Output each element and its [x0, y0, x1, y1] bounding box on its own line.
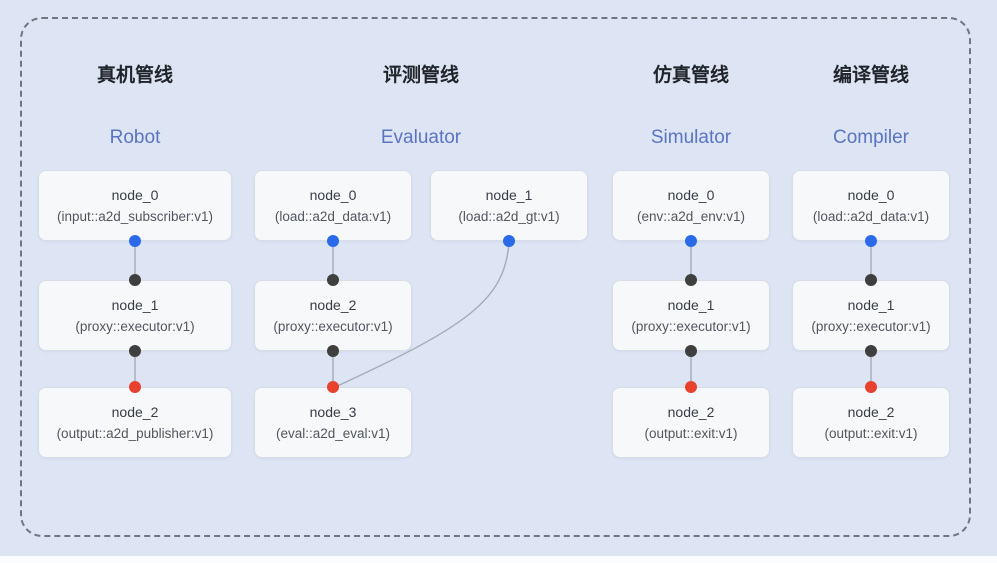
node-name: node_1 — [485, 186, 533, 203]
node-type: (output::exit:v1) — [824, 425, 918, 441]
node-name: node_2 — [111, 403, 159, 420]
port-output-icon — [685, 235, 697, 247]
port-input-icon — [865, 274, 877, 286]
pipeline-title-en-robot: Robot — [109, 127, 161, 148]
node-simulator-1: node_1 (proxy::executor:v1) — [612, 280, 770, 351]
node-type: (input::a2d_subscriber:v1) — [56, 208, 214, 224]
node-name: node_0 — [667, 186, 715, 203]
port-input-icon — [865, 381, 877, 393]
node-compiler-2: node_2 (output::exit:v1) — [792, 387, 950, 458]
dashed-frame — [20, 17, 971, 537]
node-type: (eval::a2d_eval:v1) — [275, 425, 391, 441]
node-name: node_2 — [847, 403, 895, 420]
port-output-icon — [129, 235, 141, 247]
node-simulator-2: node_2 (output::exit:v1) — [612, 387, 770, 458]
node-type: (proxy::executor:v1) — [273, 318, 393, 334]
node-evaluator-1: node_1 (load::a2d_gt:v1) — [430, 170, 588, 241]
pipeline-title-en-simulator: Simulator — [650, 127, 732, 148]
port-input-icon — [129, 381, 141, 393]
node-type: (load::a2d_gt:v1) — [458, 208, 560, 224]
node-name: node_0 — [847, 186, 895, 203]
port-input-icon — [327, 381, 339, 393]
port-input-icon — [685, 381, 697, 393]
node-name: node_1 — [667, 296, 715, 313]
node-type: (proxy::executor:v1) — [75, 318, 195, 334]
node-name: node_0 — [309, 186, 357, 203]
port-output-icon — [327, 345, 339, 357]
port-input-icon — [685, 274, 697, 286]
node-evaluator-2: node_2 (proxy::executor:v1) — [254, 280, 412, 351]
node-evaluator-3: node_3 (eval::a2d_eval:v1) — [254, 387, 412, 458]
node-name: node_2 — [667, 403, 715, 420]
node-name: node_3 — [309, 403, 357, 420]
port-output-icon — [129, 345, 141, 357]
node-type: (proxy::executor:v1) — [631, 318, 751, 334]
node-name: node_1 — [847, 296, 895, 313]
node-compiler-0: node_0 (load::a2d_data:v1) — [792, 170, 950, 241]
bottom-edge — [0, 556, 997, 563]
node-name: node_2 — [309, 296, 357, 313]
pipeline-title-zh-evaluator: 评测管线 — [382, 65, 459, 86]
node-evaluator-0: node_0 (load::a2d_data:v1) — [254, 170, 412, 241]
port-output-icon — [865, 235, 877, 247]
wire-curve-gt-to-eval — [332, 241, 510, 389]
node-type: (proxy::executor:v1) — [811, 318, 931, 334]
node-name: node_0 — [111, 186, 159, 203]
node-simulator-0: node_0 (env::a2d_env:v1) — [612, 170, 770, 241]
node-type: (env::a2d_env:v1) — [636, 208, 746, 224]
pipeline-title-zh-robot: 真机管线 — [96, 65, 173, 86]
port-output-icon — [503, 235, 515, 247]
node-type: (load::a2d_data:v1) — [274, 208, 392, 224]
node-type: (output::a2d_publisher:v1) — [56, 425, 214, 441]
node-type: (load::a2d_data:v1) — [812, 208, 930, 224]
node-robot-0: node_0 (input::a2d_subscriber:v1) — [38, 170, 232, 241]
node-robot-1: node_1 (proxy::executor:v1) — [38, 280, 232, 351]
node-compiler-1: node_1 (proxy::executor:v1) — [792, 280, 950, 351]
pipeline-title-en-evaluator: Evaluator — [380, 127, 462, 148]
port-output-icon — [685, 345, 697, 357]
node-robot-2: node_2 (output::a2d_publisher:v1) — [38, 387, 232, 458]
pipeline-title-zh-compiler: 编译管线 — [832, 65, 909, 86]
port-input-icon — [327, 274, 339, 286]
port-output-icon — [327, 235, 339, 247]
pipeline-title-zh-simulator: 仿真管线 — [652, 65, 729, 86]
port-input-icon — [129, 274, 141, 286]
port-output-icon — [865, 345, 877, 357]
node-type: (output::exit:v1) — [644, 425, 738, 441]
node-name: node_1 — [111, 296, 159, 313]
pipeline-title-en-compiler: Compiler — [832, 127, 910, 148]
